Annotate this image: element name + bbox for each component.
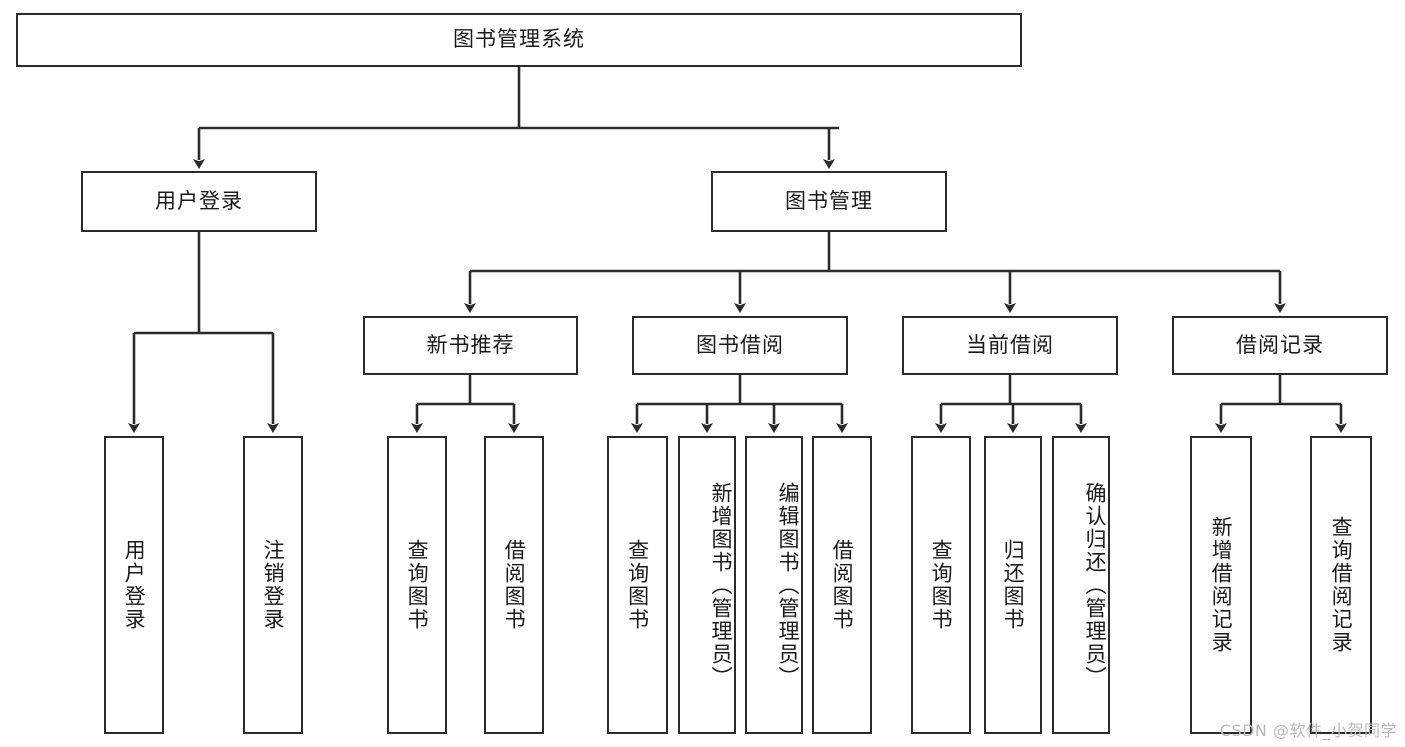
- node-leaf-add-record-label: 新增借阅记录: [1209, 516, 1234, 654]
- node-new-book-recommend-label: 新书推荐: [426, 332, 515, 357]
- csdn-watermark: CSDN @软件_小贺同学: [1219, 721, 1397, 740]
- node-leaf-borrow-book-1[interactable]: 借阅图书: [484, 436, 544, 734]
- node-leaf-query-book-3-label: 查询图书: [929, 539, 954, 631]
- node-borrow-record[interactable]: 借阅记录: [1172, 316, 1388, 375]
- node-leaf-logout[interactable]: 注销登录: [243, 436, 303, 734]
- node-book-manage-label: 图书管理: [785, 188, 873, 213]
- node-leaf-confirm-return-label: 确认归还（管理员）: [1083, 481, 1107, 689]
- node-user-login[interactable]: 用户登录: [81, 171, 317, 232]
- node-leaf-add-book[interactable]: 新增图书（管理员）: [678, 436, 736, 734]
- node-leaf-query-book-1[interactable]: 查询图书: [387, 436, 447, 734]
- node-book-borrow[interactable]: 图书借阅: [632, 316, 848, 375]
- node-leaf-edit-book[interactable]: 编辑图书（管理员）: [745, 436, 803, 734]
- node-leaf-query-book-3[interactable]: 查询图书: [911, 436, 971, 734]
- node-leaf-borrow-book-2[interactable]: 借阅图书: [812, 436, 872, 734]
- node-leaf-edit-book-label: 编辑图书（管理员）: [776, 481, 800, 689]
- node-root[interactable]: 图书管理系统: [16, 13, 1022, 67]
- node-leaf-borrow-book-1-label: 借阅图书: [502, 539, 527, 631]
- node-leaf-confirm-return[interactable]: 确认归还（管理员）: [1052, 436, 1110, 734]
- node-leaf-logout-label: 注销登录: [261, 539, 286, 631]
- node-leaf-query-record[interactable]: 查询借阅记录: [1310, 436, 1372, 734]
- node-current-borrow-label: 当前借阅: [966, 332, 1054, 357]
- node-current-borrow[interactable]: 当前借阅: [902, 316, 1118, 375]
- node-book-manage[interactable]: 图书管理: [711, 171, 947, 232]
- node-new-book-recommend[interactable]: 新书推荐: [363, 316, 578, 375]
- node-leaf-return-book-label: 归还图书: [1001, 539, 1026, 631]
- node-leaf-query-record-label: 查询借阅记录: [1329, 516, 1354, 654]
- node-root-label: 图书管理系统: [453, 27, 585, 52]
- node-leaf-add-book-label: 新增图书（管理员）: [709, 481, 733, 689]
- node-leaf-add-record[interactable]: 新增借阅记录: [1190, 436, 1252, 734]
- node-leaf-query-book-1-label: 查询图书: [405, 539, 430, 631]
- node-leaf-borrow-book-2-label: 借阅图书: [830, 539, 855, 631]
- node-user-login-label: 用户登录: [155, 188, 243, 213]
- node-leaf-return-book[interactable]: 归还图书: [984, 436, 1042, 734]
- node-book-borrow-label: 图书借阅: [696, 332, 784, 357]
- node-leaf-query-book-2[interactable]: 查询图书: [607, 436, 668, 734]
- node-leaf-query-book-2-label: 查询图书: [625, 539, 650, 631]
- node-leaf-user-login-label: 用户登录: [122, 539, 147, 631]
- node-borrow-record-label: 借阅记录: [1236, 332, 1324, 357]
- node-leaf-user-login[interactable]: 用户登录: [104, 436, 164, 734]
